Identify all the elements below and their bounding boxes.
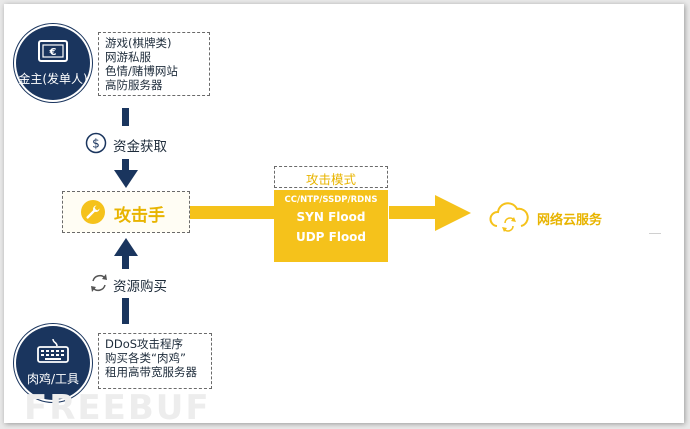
tools-label: 肉鸡/工具 <box>26 372 80 386</box>
tools-desc-item: 购买各类“肉鸡” <box>105 351 186 365</box>
diagram-canvas: € 金主(发单人) 游戏(棋牌类) 网游私服 色情/赌博网站 高防服务器 $ 资… <box>4 4 684 428</box>
freebuf-watermark: FREEBUF <box>24 388 211 428</box>
attack-arrow-shaft-right <box>389 206 437 219</box>
cloud-sync-icon <box>489 202 529 232</box>
tools-descriptions: DDoS攻击程序 购买各类“肉鸡” 租用高带宽服务器 <box>105 337 197 379</box>
sponsor-descriptions: 游戏(棋牌类) 网游私服 色情/赌博网站 高防服务器 <box>105 36 178 92</box>
refresh-cycle-icon <box>91 274 107 292</box>
funds-arrow-lower-shaft <box>122 159 129 171</box>
attacker-label: 攻击手 <box>114 206 165 226</box>
funds-arrow-head <box>114 170 138 188</box>
sponsor-description-box <box>98 32 210 96</box>
attack-mode-title: 攻击模式 <box>305 172 356 187</box>
attack-mode-item: SYN Flood <box>296 210 366 224</box>
attack-mode-list: CC/NTP/SSDP/RDNS SYN Flood UDP Flood <box>274 190 388 262</box>
funds-arrow-upper-shaft <box>122 108 129 126</box>
attack-mode-item: UDP Flood <box>295 230 367 244</box>
target-divider <box>649 233 661 234</box>
attack-mode-item: CC/NTP/SSDP/RDNS <box>284 195 378 205</box>
sponsor-desc-item: 高防服务器 <box>105 78 163 92</box>
wrench-icon <box>81 200 105 224</box>
attack-mode-title-box <box>274 166 388 188</box>
svg-text:$: $ <box>92 137 100 151</box>
svg-text:€: € <box>49 47 57 58</box>
sponsor-desc-item: 网游私服 <box>105 50 151 64</box>
resource-arrow-lower-shaft <box>122 298 129 324</box>
attack-arrow-shaft-left <box>190 206 274 219</box>
attack-arrow-head <box>435 195 471 231</box>
dollar-circle-icon: $ <box>85 132 107 154</box>
sponsor-desc-item: 色情/赌博网站 <box>105 64 178 78</box>
sponsor-label: 金主(发单人) <box>18 72 88 86</box>
tools-desc-item: 租用高带宽服务器 <box>105 365 197 379</box>
money-icon: € <box>38 40 68 62</box>
target-label: 网络云服务 <box>537 213 603 228</box>
resource-arrow-head <box>114 238 138 256</box>
tools-description-box <box>98 333 212 389</box>
keyboard-icon <box>37 338 69 363</box>
funds-arrow-label: 资金获取 <box>113 139 167 155</box>
sponsor-node: € 金主(发单人) <box>16 26 90 100</box>
resource-arrow-label: 资源购买 <box>113 279 167 295</box>
resource-arrow-upper-shaft <box>122 255 129 269</box>
sponsor-desc-item: 游戏(棋牌类) <box>105 36 172 50</box>
tools-node: 肉鸡/工具 <box>16 326 90 400</box>
tools-desc-item: DDoS攻击程序 <box>105 337 184 351</box>
